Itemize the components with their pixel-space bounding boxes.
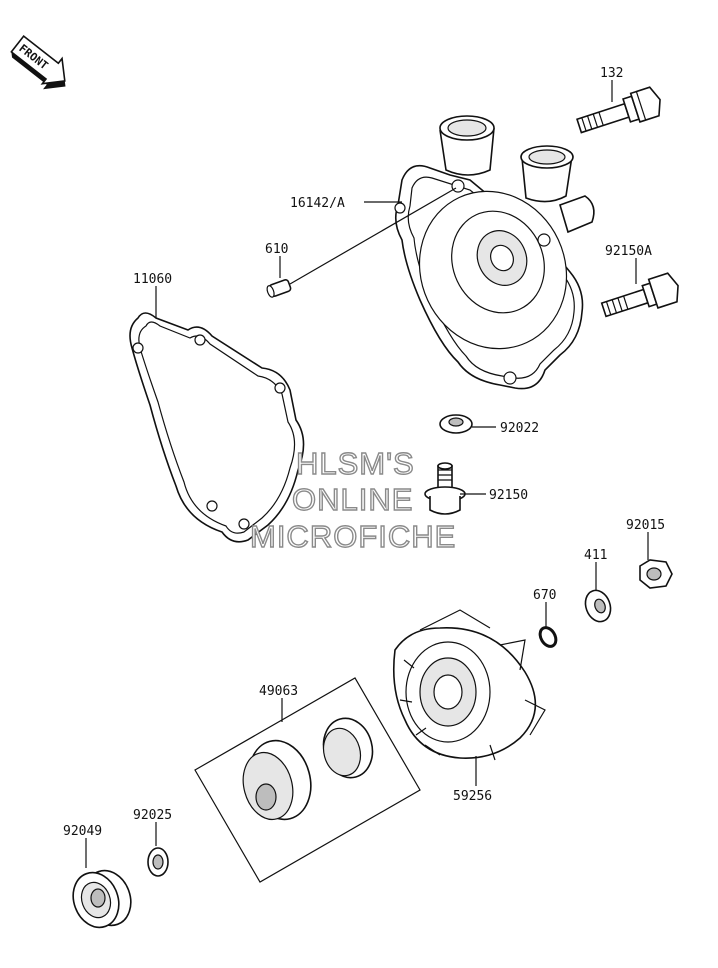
watermark-line1: HLSM'S xyxy=(296,446,415,481)
label-16142a: 16142/A xyxy=(290,196,345,211)
label-92049: 92049 xyxy=(63,824,102,839)
watermark-line3: MICROFICHE xyxy=(250,519,456,554)
gasket-11060-part[interactable] xyxy=(129,312,305,543)
bolt-92150-part[interactable] xyxy=(424,462,466,515)
part-labels: 132 16142/A 610 92150A 11060 92022 92150… xyxy=(63,66,665,839)
label-92015: 92015 xyxy=(626,518,665,533)
label-49063: 49063 xyxy=(259,684,298,699)
nut-92015-part[interactable] xyxy=(639,559,673,589)
impeller-59256-part[interactable] xyxy=(392,609,546,761)
label-670: 670 xyxy=(533,588,556,603)
leader-lines xyxy=(85,80,649,868)
front-arrow-icon: FRONT xyxy=(10,34,66,90)
o-ring-670-part[interactable] xyxy=(537,625,559,649)
washer-92025-part[interactable] xyxy=(147,847,169,877)
label-411: 411 xyxy=(584,548,607,563)
watermark-line2: ONLINE xyxy=(292,482,413,517)
washer-411-part[interactable] xyxy=(581,587,614,625)
bearing-92049-part[interactable] xyxy=(66,864,138,934)
label-59256: 59256 xyxy=(453,789,492,804)
label-132: 132 xyxy=(600,66,623,81)
label-610: 610 xyxy=(265,242,288,257)
mechanical-seal-49063-part[interactable] xyxy=(194,677,421,883)
label-92150a: 92150A xyxy=(605,244,652,259)
dowel-pin-610-part[interactable] xyxy=(266,278,292,298)
bolt-132-part[interactable] xyxy=(575,85,665,140)
pump-cover-part[interactable] xyxy=(394,115,595,390)
label-11060: 11060 xyxy=(133,272,172,287)
pin-leader xyxy=(289,187,457,285)
label-92150: 92150 xyxy=(489,488,528,503)
label-92025: 92025 xyxy=(133,808,172,823)
watermark: HLSM'S ONLINE MICROFICHE xyxy=(249,445,456,554)
label-92022: 92022 xyxy=(500,421,539,436)
bolt-92150a-part[interactable] xyxy=(599,271,682,324)
washer-92022-part[interactable] xyxy=(439,414,473,434)
